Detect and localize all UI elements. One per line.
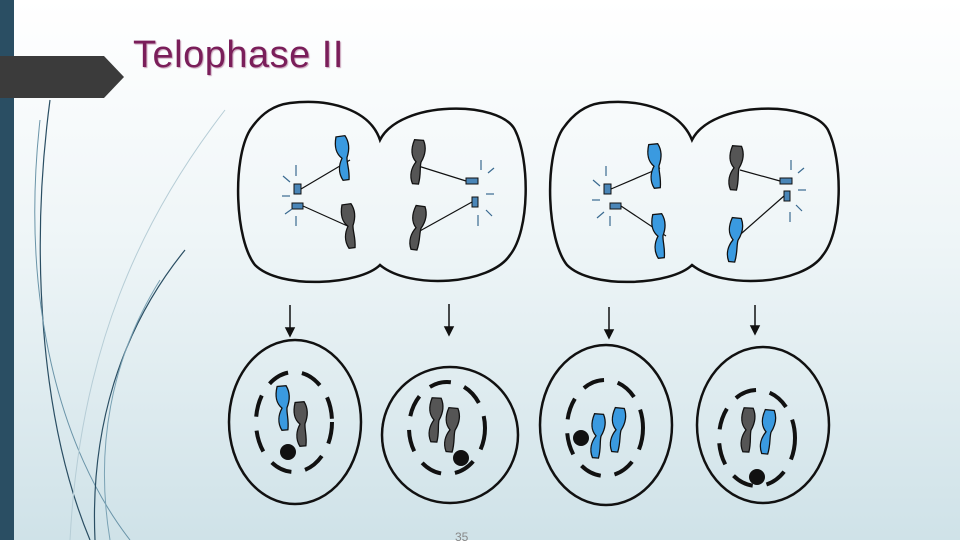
- chromosome-gray: [442, 406, 461, 454]
- centrosome: [603, 183, 612, 195]
- nucleolus: [280, 444, 296, 460]
- dividing-cell-2: [548, 100, 840, 284]
- page-title: Telophase II: [133, 34, 344, 76]
- chromosome-blue: [588, 412, 607, 460]
- centrosome: [779, 177, 793, 185]
- chromosome-gray: [339, 202, 360, 250]
- daughter-cell-4: [695, 345, 831, 505]
- chromosome-gray: [292, 400, 311, 448]
- centrosome: [609, 202, 622, 210]
- daughter-cell-2: [380, 365, 520, 505]
- chromosome-blue: [274, 384, 293, 432]
- daughter-cell-3: [538, 343, 674, 507]
- nucleolus: [573, 430, 589, 446]
- daughter-cell-1: [227, 338, 363, 506]
- centrosome: [465, 177, 479, 185]
- centrosome: [291, 202, 304, 210]
- chromosome-gray: [408, 138, 427, 186]
- chromosome-blue: [758, 408, 778, 456]
- arrows: [284, 304, 761, 340]
- chromosome-blue: [725, 216, 745, 264]
- nucleolus: [749, 469, 765, 485]
- accent-bar: [0, 0, 14, 540]
- page-number: 35: [455, 530, 469, 544]
- chromosome-gray: [739, 407, 757, 453]
- dividing-cell-1: [236, 100, 527, 284]
- title-tab: [0, 56, 124, 98]
- chromosome-gray: [726, 144, 745, 192]
- chromosome-gray: [427, 397, 445, 443]
- chromosome-blue: [333, 134, 354, 182]
- chromosome-blue: [646, 142, 666, 190]
- nucleolus: [453, 450, 469, 466]
- centrosome: [783, 190, 791, 202]
- centrosome: [471, 196, 479, 208]
- chromosome-blue: [608, 406, 628, 454]
- centrosome: [293, 183, 302, 195]
